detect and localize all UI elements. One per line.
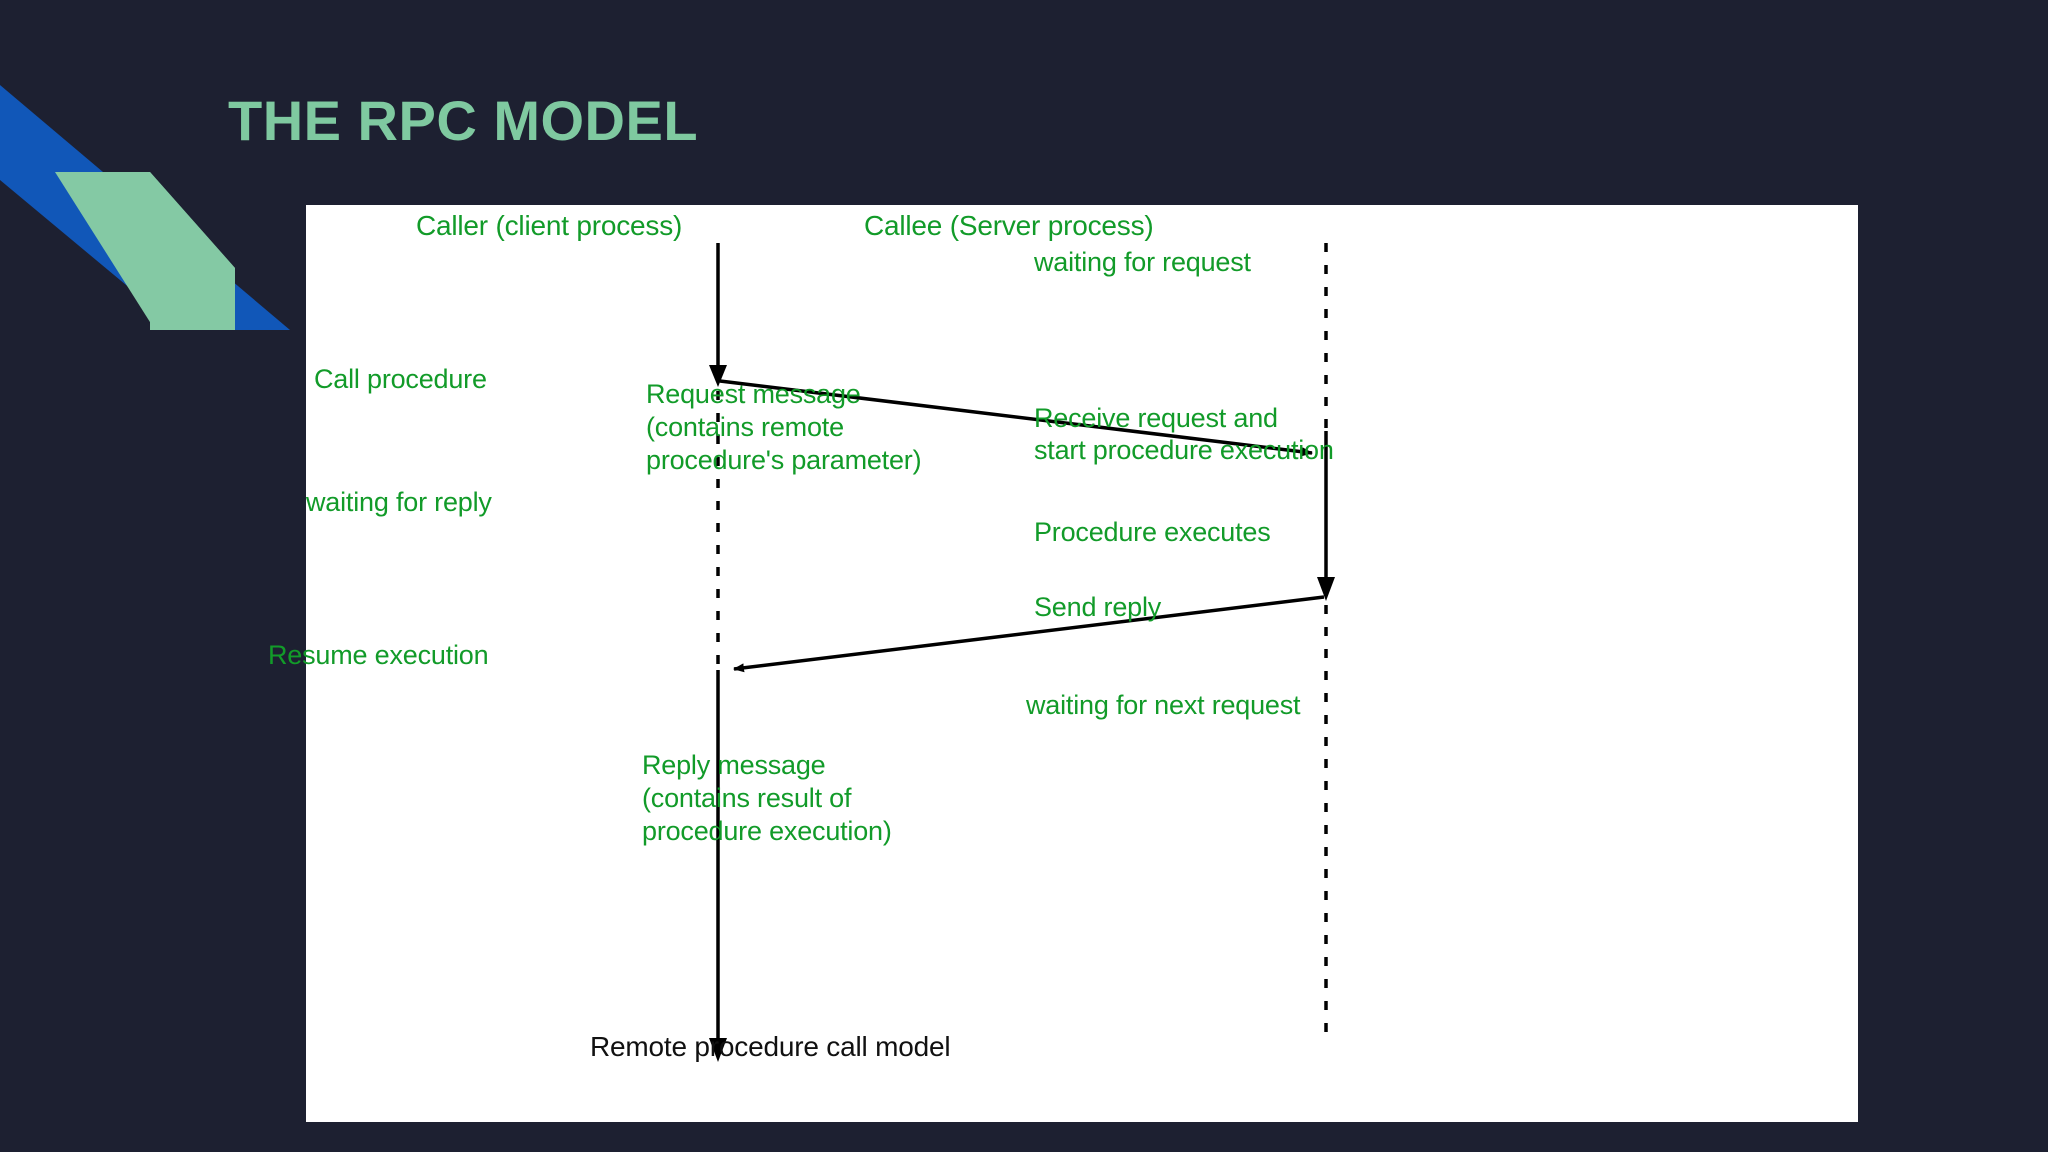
diagram-panel: Caller (client process) Callee (Server p… xyxy=(268,205,1858,1122)
green-parallelogram xyxy=(55,172,235,330)
procedure-executes-label: Procedure executes xyxy=(1034,517,1271,547)
request-message-line3: procedure's parameter) xyxy=(646,445,922,475)
green-parallelogram-lower xyxy=(150,172,235,330)
receive-request-line2: start procedure execution xyxy=(1034,435,1334,465)
corner-decoration xyxy=(0,85,290,330)
caller-call-arrowhead xyxy=(709,365,727,387)
caller-end-arrowhead xyxy=(709,1038,727,1062)
sequence-diagram-graphics xyxy=(709,243,1335,1062)
reply-message-line3: procedure execution) xyxy=(642,816,892,846)
caller-header: Caller (client process) xyxy=(416,210,683,241)
request-message-line1: Request message xyxy=(646,379,861,409)
request-message-line2: (contains remote xyxy=(646,412,844,442)
request-message-arrow xyxy=(719,379,1313,457)
callee-header: Callee (Server process) xyxy=(864,210,1154,241)
waiting-for-reply-label: waiting for reply xyxy=(306,487,492,517)
callee-sendreply-arrowhead xyxy=(1317,577,1335,601)
reply-message-arrow xyxy=(733,595,1325,673)
reply-message-line1: Reply message xyxy=(642,750,826,780)
send-reply-label: Send reply xyxy=(1034,592,1162,622)
page-title: THE RPC MODEL xyxy=(228,89,699,152)
waiting-for-next-request-label: waiting for next request xyxy=(1026,690,1301,720)
call-procedure-label: Call procedure xyxy=(314,364,487,394)
callee-waiting-for-request-label: waiting for request xyxy=(1034,247,1251,277)
diagram-caption: Remote procedure call model xyxy=(590,1031,951,1062)
receive-request-line1: Receive request and xyxy=(1034,403,1278,433)
resume-execution-label: Resume execution xyxy=(268,640,489,670)
reply-message-line2: (contains result of xyxy=(642,783,852,813)
